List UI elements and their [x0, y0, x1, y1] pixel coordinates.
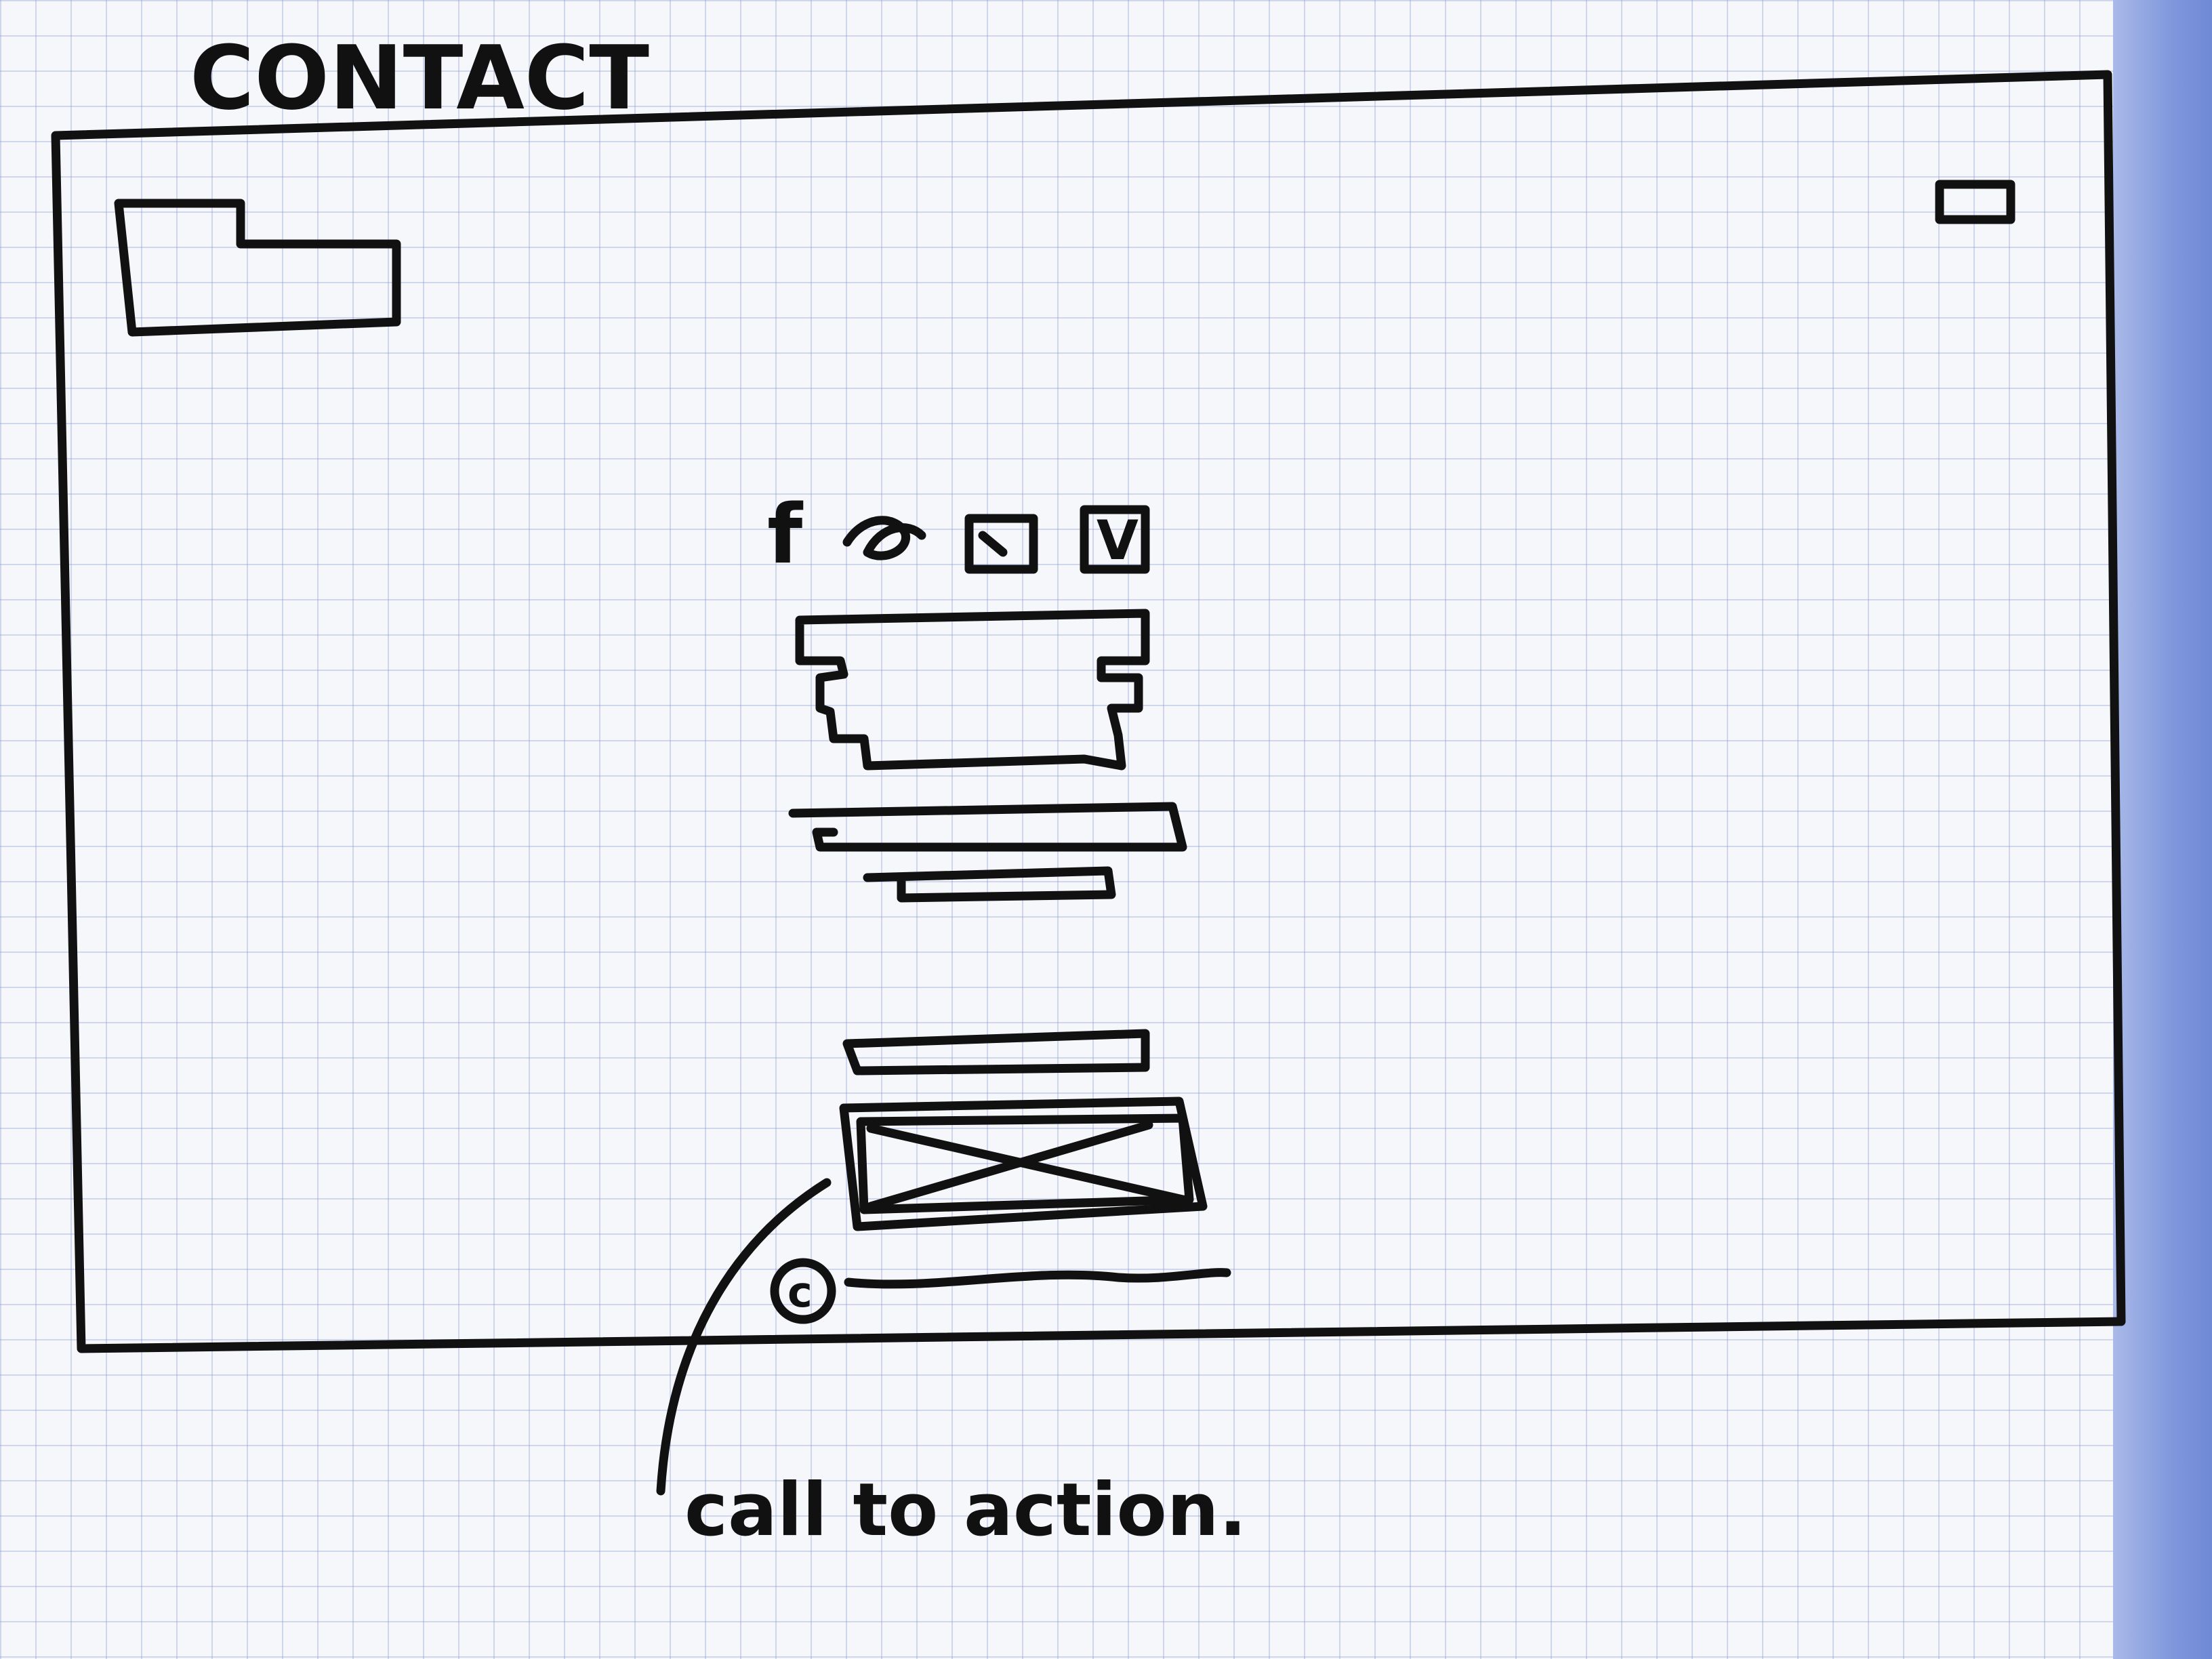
paper-edge: [2113, 0, 2212, 1659]
annotation-label: call to action.: [684, 1468, 1247, 1553]
vimeo-icon[interactable]: V: [1080, 505, 1150, 574]
headline-bar: [788, 802, 1187, 852]
page-title: CONTACT: [190, 26, 649, 129]
annotation-leader: [656, 1178, 832, 1496]
hero-graphic: [795, 609, 1150, 771]
footer-line: [844, 1268, 1231, 1289]
browser-frame: [51, 70, 2126, 1353]
copyright-symbol: c: [787, 1267, 813, 1317]
twitter-icon[interactable]: [842, 516, 926, 560]
footer-copyright: c: [770, 1258, 1231, 1324]
logo-placeholder: [114, 199, 401, 337]
subheadline-bar: [863, 866, 1116, 903]
button-label-bar: [842, 1029, 1150, 1076]
copyright-icon: [770, 1258, 836, 1324]
social-icons: f V: [767, 488, 1150, 582]
boxed-icon[interactable]: [964, 514, 1038, 574]
cta-button[interactable]: [839, 1097, 1208, 1231]
facebook-glyph: f: [767, 488, 804, 582]
facebook-icon[interactable]: f: [767, 488, 804, 582]
vimeo-glyph: V: [1097, 509, 1139, 572]
menu-icon[interactable]: [1935, 180, 2015, 224]
